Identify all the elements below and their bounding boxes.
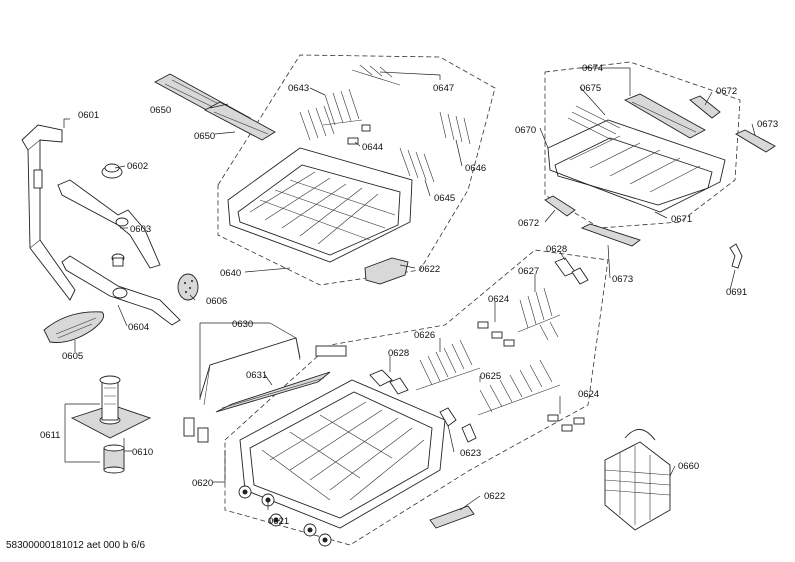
label-0650-lower: 0650 [194,131,215,142]
upper-basket-group-outline [217,54,496,286]
label-0606: 0606 [206,296,227,307]
label-0604: 0604 [128,322,149,333]
label-0644: 0644 [362,142,383,153]
label-0645: 0645 [434,193,455,204]
label-0624-lower: 0624 [578,389,599,400]
label-0610: 0610 [132,447,153,458]
label-0647: 0647 [433,83,454,94]
upper-basket-tine-rows [299,64,471,183]
label-0672-upper: 0672 [716,86,737,97]
rack-lever [729,243,743,269]
spray-deflector [43,311,105,343]
label-0602: 0602 [127,161,148,172]
spray-arm-coupling [101,163,123,179]
label-0625: 0625 [480,371,501,382]
label-0674: 0674 [582,63,603,74]
label-0603: 0603 [130,224,151,235]
label-0601: 0601 [78,110,99,121]
label-0623: 0623 [460,448,481,459]
lower-basket-group-outline [224,249,609,546]
rack-holders [369,257,589,395]
third-rack-tines [567,105,621,141]
tine-clips [477,321,585,432]
folding-tine-row-left [415,339,481,391]
label-0650-upper: 0650 [150,105,171,116]
label-0673-lower: 0673 [612,274,633,285]
label-0646: 0646 [465,163,486,174]
basket-clip [439,407,477,443]
label-0628-left: 0628 [388,348,409,359]
document-reference: 58300000181012 aet 000 b 6/6 [6,540,146,551]
label-0622-upper: 0622 [419,264,440,275]
upper-spray-arm [57,179,161,269]
label-0630: 0630 [232,319,253,330]
leader-lines [63,67,756,523]
basket-handle [364,257,409,285]
label-0675: 0675 [580,83,601,94]
label-0624-upper: 0624 [488,294,509,305]
upper-basket [227,147,413,263]
upper-basket-clip [347,124,371,145]
label-0627: 0627 [518,266,539,277]
folding-tine-row-right [477,359,561,416]
label-0672-lower: 0672 [518,218,539,229]
label-0640: 0640 [220,268,241,279]
label-0671: 0671 [671,214,692,225]
third-rack-group-outline [544,61,741,229]
label-0670: 0670 [515,125,536,136]
third-rack-tray [623,93,706,139]
lower-basket-handle [429,505,475,529]
filter-assembly [70,375,152,439]
label-0691: 0691 [726,287,747,298]
cup-shelf-tines [215,371,331,413]
part-labels: 0601 0602 0603 0604 0605 0606 0611 0610 … [40,63,778,527]
third-rack-rail-b [544,195,641,247]
tine-row-rear [517,287,561,341]
cup-shelf-holder [183,417,209,443]
cutlery-basket [604,429,671,531]
spray-supply-pipe [21,124,76,301]
label-0611: 0611 [40,430,60,441]
spray-arm-bearing [111,253,125,267]
cutlery-rail-lower [204,101,276,141]
label-0622-lower: 0622 [484,491,505,502]
label-0628-right: 0628 [546,244,567,255]
basket-wheels [238,485,332,547]
label-0673-upper: 0673 [757,119,778,130]
label-0660: 0660 [678,461,699,472]
micro-filter [103,444,125,474]
label-0621: 0621 [268,516,289,527]
label-0643: 0643 [288,83,309,94]
label-0620: 0620 [192,478,213,489]
label-0605: 0605 [62,351,83,362]
third-rack [547,119,726,213]
label-0631: 0631 [246,370,267,381]
cup-shelf [199,337,347,406]
label-0626: 0626 [414,330,435,341]
lower-spray-arm [61,255,181,326]
spray-arm-cap [177,273,199,301]
third-rack-rail-a [689,95,776,153]
